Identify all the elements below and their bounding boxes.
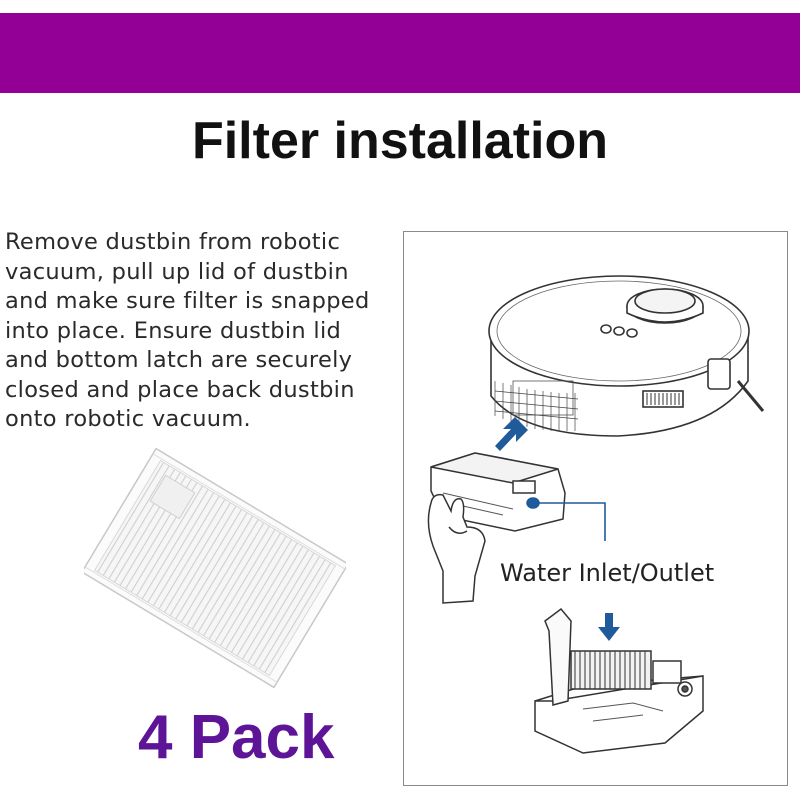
open-dustbin-icon (534, 607, 704, 754)
arrow-icon (495, 417, 528, 451)
filter-icon (84, 448, 346, 688)
pack-label: 4 Pack (138, 703, 335, 772)
page-title: Filter installation (191, 112, 609, 170)
installation-diagram (427, 275, 765, 754)
hand-icon (427, 493, 486, 604)
diagram-frame (403, 231, 788, 786)
water-inlet-outlet-label: Water Inlet/Outlet (500, 559, 715, 587)
instructions-text: Remove dustbin from robotic vacuum, pull… (5, 229, 370, 432)
arrow-icon (598, 613, 620, 641)
robot-vacuum-icon (488, 275, 765, 437)
header-band (0, 13, 800, 93)
